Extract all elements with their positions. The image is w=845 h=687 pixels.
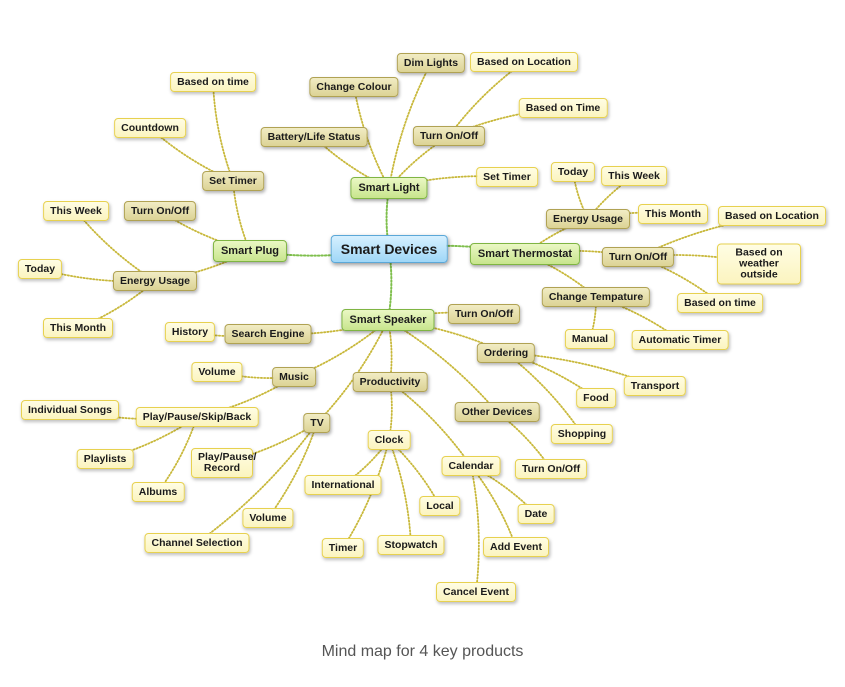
connector-ss-clock-to-ss-stopwatch xyxy=(388,439,412,546)
node-sp-based-on-time: Based on time xyxy=(170,72,256,92)
node-ss-add-event: Add Event xyxy=(483,537,549,557)
node-ss-productivity: Productivity xyxy=(352,372,428,392)
node-st-based-on-location: Based on Location xyxy=(718,206,826,226)
node-smart-speaker: Smart Speaker xyxy=(341,309,435,331)
node-ss-international: International xyxy=(304,475,382,495)
node-st-energy-usage: Energy Usage xyxy=(545,209,631,229)
connector-sl-turn-onoff-to-sl-based-on-location xyxy=(448,61,525,137)
node-ss-volume-music: Volume xyxy=(191,362,243,382)
node-ss-history: History xyxy=(164,322,216,342)
node-ss-clock: Clock xyxy=(367,430,411,450)
node-sp-energy-usage: Energy Usage xyxy=(112,271,198,291)
node-ss-transport: Transport xyxy=(623,376,687,396)
node-st-manual: Manual xyxy=(564,329,616,349)
node-st-this-month: This Month xyxy=(638,204,708,224)
node-st-based-on-weather: Based on weather outside xyxy=(717,243,801,285)
node-smart-thermostat: Smart Thermostat xyxy=(469,243,581,265)
node-st-automatic-timer: Automatic Timer xyxy=(631,330,729,350)
node-ss-play-pause-record: Play/Pause/ Record xyxy=(191,448,256,478)
node-st-change-temp: Change Tempature xyxy=(541,287,651,307)
node-sp-this-week: This Week xyxy=(43,201,109,221)
node-ss-date: Date xyxy=(517,504,555,524)
node-sp-today: Today xyxy=(17,259,63,279)
node-ss-playlists: Playlists xyxy=(76,449,134,469)
node-ss-stopwatch: Stopwatch xyxy=(377,535,445,555)
node-ss-play-pause-skip: Play/Pause/Skip/Back xyxy=(135,407,259,427)
node-ss-music: Music xyxy=(272,367,316,387)
node-ss-volume-tv: Volume xyxy=(242,508,294,528)
node-ss-food: Food xyxy=(576,388,616,408)
connector-smart-speaker-to-ss-other-devices xyxy=(387,319,498,413)
node-ss-turn-onoff: Turn On/Off xyxy=(447,304,521,324)
node-root: Smart Devices xyxy=(330,235,448,263)
connector-smart-light-to-sl-dim-lights xyxy=(388,62,432,189)
node-ss-search-engine: Search Engine xyxy=(224,324,312,344)
node-ss-shopping: Shopping xyxy=(550,424,614,444)
node-smart-light: Smart Light xyxy=(350,177,428,199)
node-sp-turn-onoff: Turn On/Off xyxy=(123,201,197,221)
node-ss-channel-selection: Channel Selection xyxy=(144,533,250,553)
node-sp-set-timer: Set Timer xyxy=(202,171,264,191)
node-sl-based-on-location: Based on Location xyxy=(470,52,578,72)
node-smart-plug: Smart Plug xyxy=(212,240,288,262)
node-ss-calendar: Calendar xyxy=(441,456,501,476)
node-st-this-week: This Week xyxy=(601,166,667,186)
node-sl-based-on-time: Based on Time xyxy=(518,98,608,118)
node-ss-other-devices: Other Devices xyxy=(454,402,540,422)
node-ss-individual-songs: Individual Songs xyxy=(20,400,120,420)
node-ss-ordering: Ordering xyxy=(476,343,536,363)
node-ss-od-turn-onoff: Turn On/Off xyxy=(514,459,588,479)
node-st-today: Today xyxy=(550,162,596,182)
node-st-based-on-time: Based on time xyxy=(677,293,763,313)
connector-sp-set-timer-to-sp-based-on-time xyxy=(212,81,234,182)
node-st-turn-onoff: Turn On/Off xyxy=(601,247,675,267)
node-sl-change-colour: Change Colour xyxy=(309,77,399,97)
node-ss-cancel-event: Cancel Event xyxy=(436,582,516,602)
node-sp-this-month: This Month xyxy=(43,318,113,338)
node-sl-turn-onoff: Turn On/Off xyxy=(412,126,486,146)
node-sl-battery: Battery/Life Status xyxy=(260,127,368,147)
node-sl-set-timer: Set Timer xyxy=(476,167,538,187)
node-ss-tv: TV xyxy=(303,413,331,433)
node-ss-local: Local xyxy=(419,496,461,516)
figure-caption: Mind map for 4 key products xyxy=(321,643,524,660)
node-sl-dim-lights: Dim Lights xyxy=(396,53,466,73)
connector-ss-clock-to-ss-timer xyxy=(342,439,390,549)
node-sp-countdown: Countdown xyxy=(114,118,186,138)
connector-ss-tv-to-ss-channel-selection xyxy=(196,422,318,544)
node-ss-albums: Albums xyxy=(131,482,185,502)
connector-ss-calendar-to-ss-cancel-event xyxy=(470,465,480,593)
node-ss-timer: Timer xyxy=(321,538,365,558)
